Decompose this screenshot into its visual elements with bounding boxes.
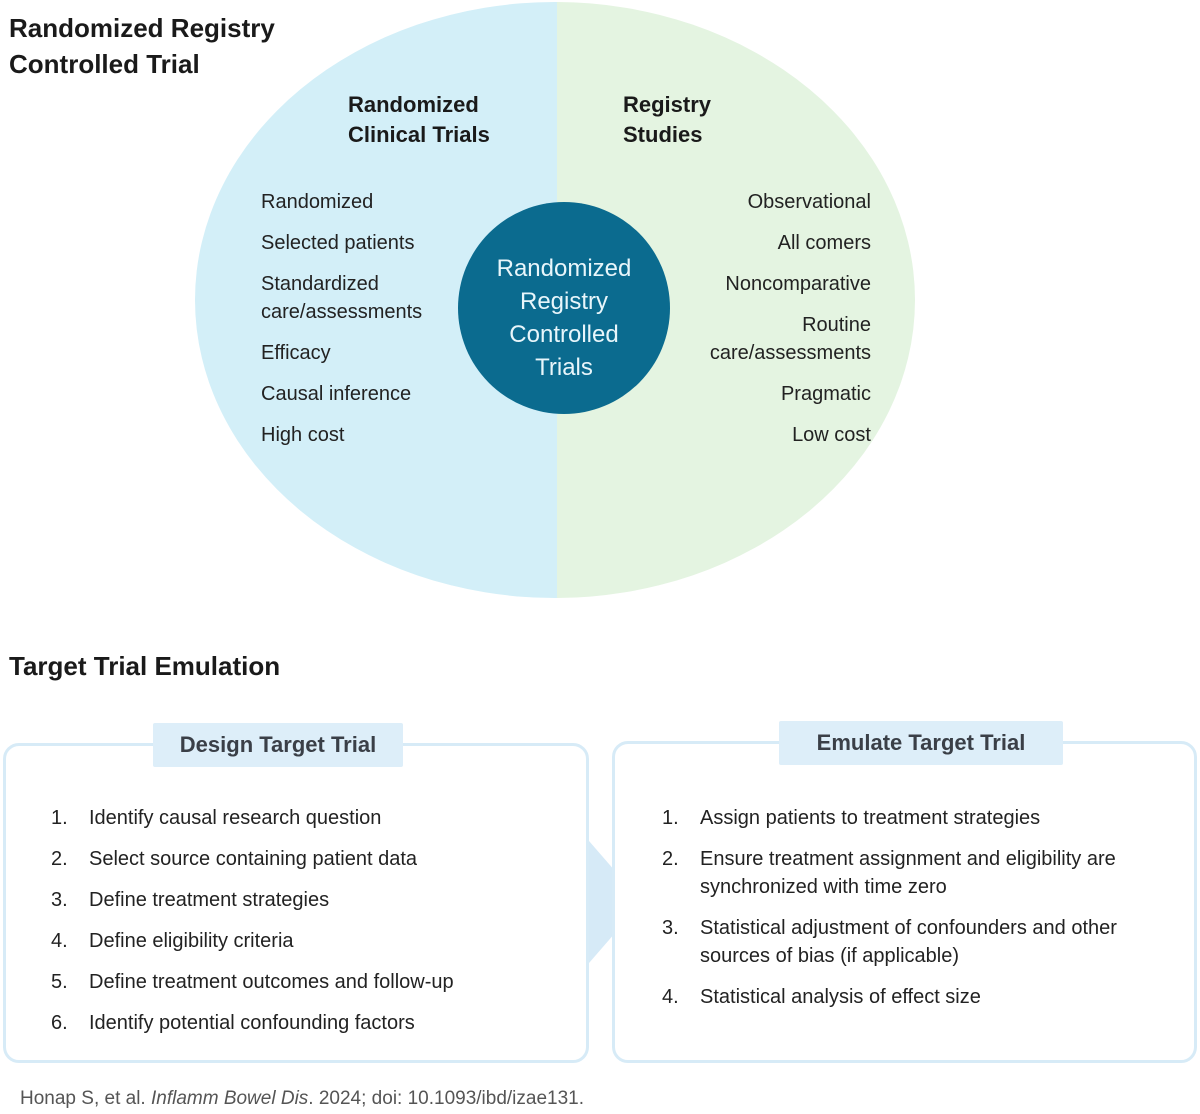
citation: Honap S, et al. Inflamm Bowel Dis. 2024;… <box>20 1088 584 1110</box>
center-line: Randomized <box>497 255 632 282</box>
rct-item: Randomized <box>261 191 373 213</box>
design-panel-label: Design Target Trial <box>153 723 403 767</box>
list-item: 5.Define treatment outcomes and follow-u… <box>51 971 454 993</box>
list-item: 3.Statistical adjustment of confounders … <box>662 917 1117 967</box>
registry-title-line1: Registry <box>623 92 712 117</box>
registry-item: Low cost <box>792 424 871 446</box>
registry-item: Noncomparative <box>725 273 871 295</box>
registry-item: Pragmatic <box>781 383 871 405</box>
registry-item: All comers <box>778 232 871 254</box>
registry-item: Routine <box>802 314 871 336</box>
list-item: 2.Ensure treatment assignment and eligib… <box>662 848 1116 898</box>
arrow-chevron-icon <box>576 826 642 978</box>
citation-journal: Inflamm Bowel Dis <box>150 1088 309 1109</box>
list-item: 1.Identify causal research question <box>51 807 382 829</box>
center-line: Controlled <box>509 321 618 348</box>
registry-item: care/assessments <box>710 342 871 364</box>
center-circle <box>458 202 670 414</box>
registry-item: Observational <box>748 191 871 213</box>
rct-item: High cost <box>261 424 345 446</box>
emulate-panel <box>612 741 1197 1063</box>
top-title-line2: Controlled Trial <box>9 49 200 79</box>
rct-item: Efficacy <box>261 342 331 364</box>
rct-item: Standardized <box>261 273 379 295</box>
registry-trial-diagram: Randomized Clinical Trials Registry Stud… <box>195 2 915 598</box>
registry-title-line2: Studies <box>623 122 702 147</box>
rct-item: care/assessments <box>261 301 422 323</box>
list-item: 4.Define eligibility criteria <box>51 930 294 952</box>
list-item: 4.Statistical analysis of effect size <box>662 986 981 1008</box>
list-item: 3.Define treatment strategies <box>51 889 330 911</box>
emulate-steps: 1.Assign patients to treatment strategie… <box>662 804 1162 1024</box>
rct-title-line1: Randomized <box>348 92 479 117</box>
citation-details: . 2024; doi: 10.1093/ibd/izae131. <box>308 1088 585 1109</box>
registry-half-ellipse <box>557 2 915 598</box>
design-panel <box>3 743 589 1063</box>
list-item: 6.Identify potential confounding factors <box>51 1012 415 1034</box>
design-steps: 1.Identify causal research question 2.Se… <box>51 804 571 1050</box>
top-title: Randomized Registry Controlled Trial <box>9 10 275 82</box>
center-line: Trials <box>535 354 593 381</box>
top-title-line1: Randomized Registry <box>9 13 275 43</box>
center-line: Registry <box>520 288 608 315</box>
rct-item: Causal inference <box>261 383 411 405</box>
rct-title-line2: Clinical Trials <box>348 122 490 147</box>
citation-authors: Honap S, et al. <box>20 1088 151 1109</box>
rct-half-ellipse <box>195 2 557 598</box>
target-trial-title: Target Trial Emulation <box>9 651 281 681</box>
emulate-panel-label: Emulate Target Trial <box>779 721 1063 765</box>
rct-item: Selected patients <box>261 232 414 254</box>
list-item: 2.Select source containing patient data <box>51 848 417 870</box>
list-item: 1.Assign patients to treatment strategie… <box>662 807 1041 829</box>
